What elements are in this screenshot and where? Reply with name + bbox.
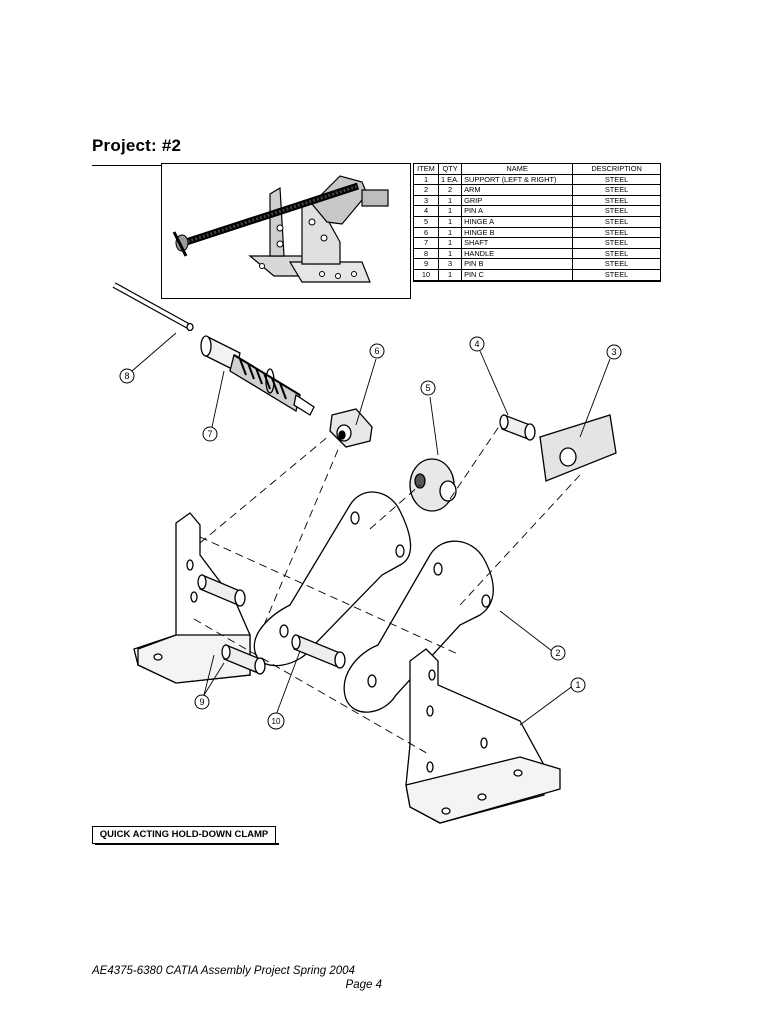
callout-bubbles: 1 2 3 4 5 6 7 8 9 10 — [119, 336, 622, 730]
bom-cell-qty: 1 EA. — [437, 173, 463, 186]
svg-text:9: 9 — [199, 697, 204, 707]
shaft-part — [200, 335, 315, 416]
bom-cell-description: STEEL — [572, 173, 662, 186]
project-title: Project: #2 — [92, 136, 182, 155]
bom-cell-description: STEEL — [572, 215, 662, 228]
bom-cell-description: STEEL — [572, 194, 662, 207]
bom-cell-item: 3 — [413, 194, 439, 207]
bom-cell-name: HINGE A — [461, 215, 574, 228]
callout-7: 7 — [202, 426, 218, 442]
footer-page-number: Page 4 — [345, 979, 382, 991]
bom-cell-name: ARM — [461, 184, 574, 196]
arm-part-front — [343, 540, 494, 713]
bom-cell-item: 7 — [413, 237, 439, 249]
header-rule — [92, 165, 162, 166]
callout-1: 1 — [570, 677, 586, 693]
callout-8: 8 — [119, 368, 135, 384]
callout-5: 5 — [420, 380, 436, 396]
bom-cell-name: SUPPORT (LEFT & RIGHT) — [461, 173, 574, 186]
assembly-guide-lines — [193, 424, 581, 756]
support-right-part — [405, 648, 561, 824]
bom-header-qty: QTY — [437, 163, 463, 175]
bom-cell-name: PIN A — [461, 205, 574, 217]
callout-leaders — [131, 332, 611, 726]
svg-text:4: 4 — [474, 339, 479, 349]
bom-cell-description: STEEL — [572, 184, 662, 196]
bom-cell-qty: 1 — [437, 215, 463, 228]
bom-cell-item: 10 — [413, 268, 439, 282]
assembly-illustration — [161, 163, 411, 299]
pin-b-part — [197, 574, 266, 675]
page-footer: AE4375-6380 CATIA Assembly Project Sprin… — [92, 964, 382, 992]
drawing-caption: QUICK ACTING HOLD-DOWN CLAMP — [92, 826, 279, 845]
bom-cell-item: 4 — [413, 205, 439, 217]
callout-9: 9 — [194, 694, 210, 710]
bom-cell-qty: 1 — [437, 268, 463, 282]
hinge-a-part — [409, 458, 457, 512]
bom-cell-description: STEEL — [572, 268, 662, 282]
support-left-part — [133, 512, 251, 684]
bom-cell-qty: 1 — [437, 247, 463, 260]
bom-cell-item: 5 — [413, 215, 439, 228]
svg-text:8: 8 — [124, 371, 129, 381]
svg-text:6: 6 — [374, 346, 379, 356]
bom-cell-item: 6 — [413, 226, 439, 239]
pin-c-part — [291, 634, 346, 669]
footer-course-title: AE4375-6380 CATIA Assembly Project Sprin… — [92, 965, 355, 977]
bom-cell-description: STEEL — [572, 237, 662, 249]
bom-header-description: DESCRIPTION — [572, 163, 662, 175]
bom-cell-qty: 1 — [437, 226, 463, 239]
bom-cell-qty: 1 — [437, 237, 463, 249]
callout-10: 10 — [267, 712, 285, 730]
bom-cell-item: 2 — [413, 184, 439, 196]
bom-cell-qty: 1 — [437, 205, 463, 217]
svg-text:7: 7 — [207, 429, 212, 439]
bom-cell-description: STEEL — [572, 258, 662, 270]
bom-cell-qty: 3 — [437, 258, 463, 270]
bom-cell-qty: 1 — [437, 194, 463, 207]
bom-header-item: ITEM — [413, 163, 439, 175]
callout-3: 3 — [606, 344, 622, 360]
bom-cell-item: 9 — [413, 258, 439, 270]
bom-header-name: NAME — [461, 163, 574, 175]
svg-text:3: 3 — [611, 347, 616, 357]
bom-cell-name: PIN B — [461, 258, 574, 270]
bom-cell-item: 1 — [413, 173, 439, 186]
callout-2: 2 — [550, 645, 566, 661]
hinge-b-part — [329, 408, 373, 448]
grip-part — [539, 414, 617, 482]
exploded-view-drawing: 1 2 3 4 5 6 7 8 9 10 — [112, 282, 622, 824]
callout-6: 6 — [369, 343, 385, 359]
svg-text:5: 5 — [425, 383, 430, 393]
bom-cell-name: HINGE B — [461, 226, 574, 239]
bom-cell-name: GRIP — [461, 194, 574, 207]
svg-text:2: 2 — [555, 648, 560, 658]
svg-text:10: 10 — [272, 717, 281, 726]
bom-cell-description: STEEL — [572, 205, 662, 217]
bom-cell-name: HANDLE — [461, 247, 574, 260]
bom-cell-qty: 2 — [437, 184, 463, 196]
pin-a-part — [499, 414, 536, 441]
bom-cell-name: SHAFT — [461, 237, 574, 249]
bom-cell-description: STEEL — [572, 247, 662, 260]
callout-4: 4 — [469, 336, 485, 352]
handle-part — [112, 282, 194, 332]
assembly-illustration-drawing — [172, 175, 389, 283]
bom-cell-description: STEEL — [572, 226, 662, 239]
svg-text:1: 1 — [575, 680, 580, 690]
bom-header-row: ITEM QTY NAME DESCRIPTION — [413, 163, 662, 175]
bom-cell-item: 8 — [413, 247, 439, 260]
